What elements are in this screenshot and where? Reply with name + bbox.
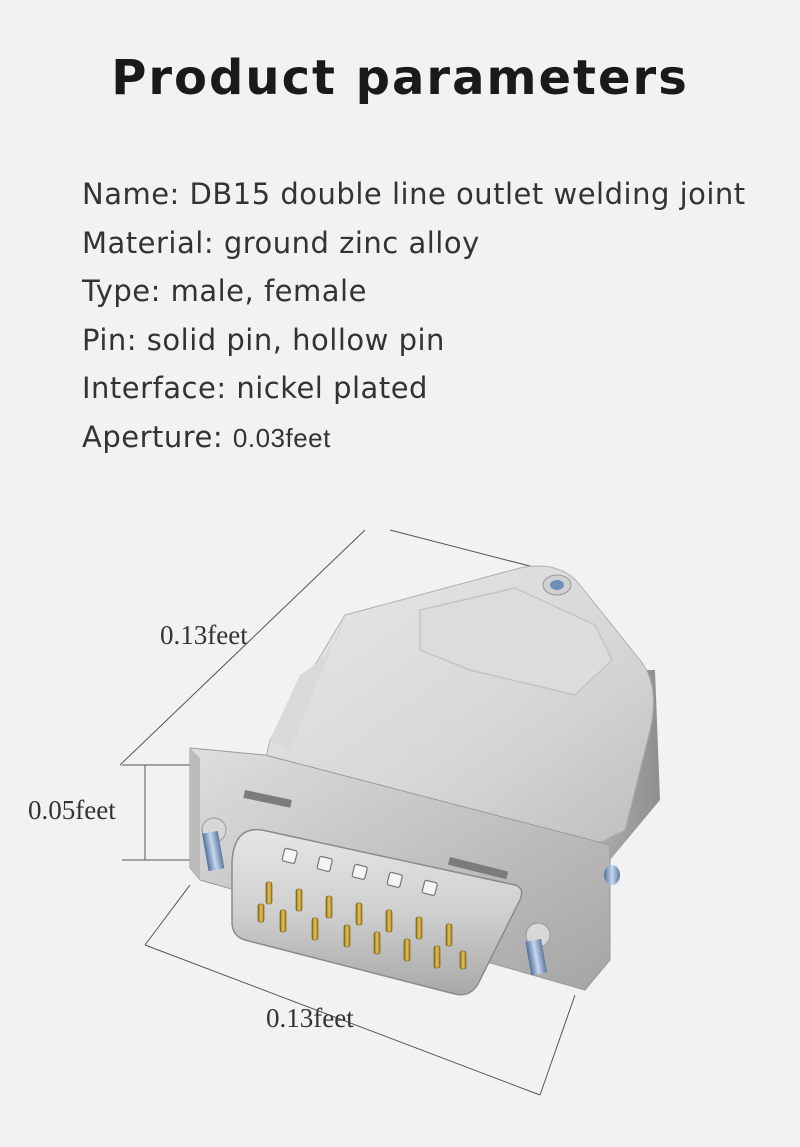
spec-label: Name: xyxy=(82,177,190,211)
spec-value: ground zinc alloy xyxy=(223,225,480,260)
dimension-height-label: 0.05feet xyxy=(28,795,116,825)
dimension-lines xyxy=(119,529,576,1096)
spec-label: Type: xyxy=(82,274,171,309)
spec-value: 0.03feet xyxy=(232,422,331,453)
spec-label: Material: xyxy=(82,225,224,260)
spec-value: male, female xyxy=(170,274,367,309)
shell-slots xyxy=(281,847,438,896)
spec-row-aperture: Aperture: 0.03feet xyxy=(82,413,746,463)
spec-list: Name: DB15 double line outlet welding jo… xyxy=(82,170,746,463)
connector-diagram: 0.13feet 0.05feet 0.13feet xyxy=(28,529,660,1096)
spec-row-type: Type: male, female xyxy=(82,267,746,316)
spec-row-pin: Pin: solid pin, hollow pin xyxy=(82,316,746,365)
page-title: Product parameters xyxy=(111,50,689,106)
screw-posts xyxy=(201,817,620,976)
gold-pins xyxy=(257,881,467,970)
dimension-depth-label: 0.13feet xyxy=(160,620,248,650)
spec-row-name: Name: DB15 double line outlet welding jo… xyxy=(82,170,746,219)
db15-connector-image xyxy=(189,565,660,996)
spec-label: Pin: xyxy=(82,322,147,357)
spec-row-material: Material: ground zinc alloy xyxy=(82,219,746,268)
spec-label: Interface: xyxy=(82,371,237,406)
spec-label: Aperture: xyxy=(82,419,233,454)
spec-row-interface: Interface: nickel plated xyxy=(82,364,746,413)
spec-value: DB15 double line outlet welding joint xyxy=(189,177,746,211)
dimension-width-label: 0.13feet xyxy=(266,1003,354,1033)
spec-value: nickel plated xyxy=(236,371,428,406)
spec-value: solid pin, hollow pin xyxy=(146,322,445,357)
